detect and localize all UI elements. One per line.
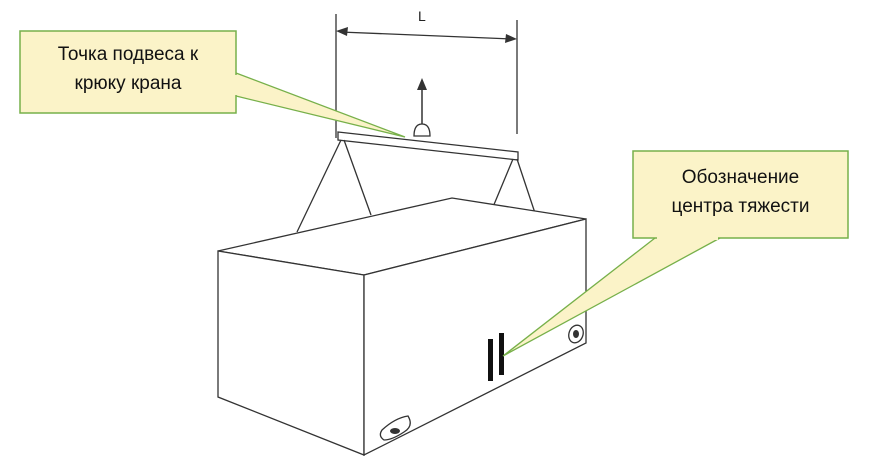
callout-cog	[502, 150, 849, 357]
dimension-arrow-right	[505, 34, 517, 43]
callout-text-cog: Обозначение центра тяжести	[671, 167, 810, 217]
dimension-line	[339, 31, 514, 40]
callout-box-suspension	[19, 30, 237, 114]
hook-point	[413, 123, 431, 137]
lift-arrow-head	[417, 78, 427, 90]
box-left	[217, 250, 365, 456]
cargo-box	[217, 197, 587, 457]
lifting-eye-front	[379, 415, 411, 441]
callout-box-cog	[632, 150, 849, 239]
dimension-arrow-left	[336, 27, 348, 36]
sling-back-right	[343, 139, 372, 216]
dimension-l	[335, 14, 518, 138]
cog-mark-bar-2	[499, 333, 504, 375]
lifting-eyes	[379, 324, 584, 441]
sling-back-left	[296, 139, 342, 233]
callout-suspension	[19, 30, 406, 138]
cog-mark-bar-1	[488, 339, 493, 381]
dimension-label: L	[418, 8, 426, 24]
box-front	[363, 218, 587, 457]
callout-text-suspension: Точка подвеса к крюку крана	[57, 44, 199, 94]
